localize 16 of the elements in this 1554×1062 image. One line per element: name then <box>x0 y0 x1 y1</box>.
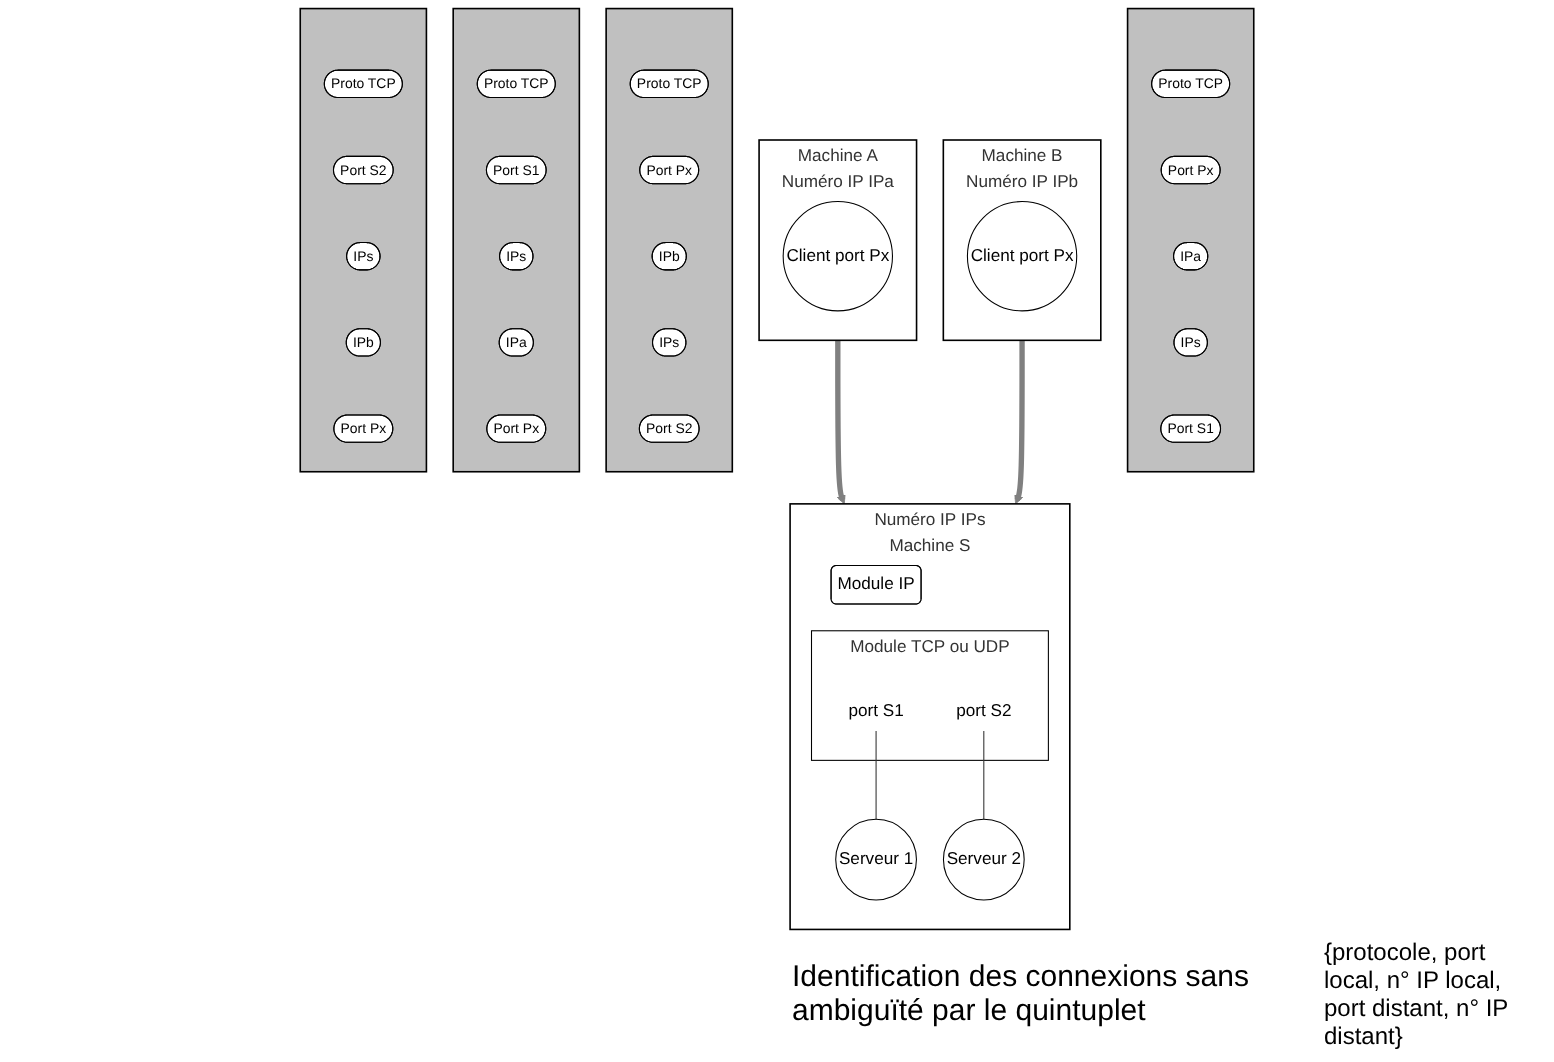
caption-note: Identification des connexions sans ambiguïté par le quintuplet <box>792 960 1251 1028</box>
cluster <box>299 7 428 473</box>
cluster <box>605 7 734 473</box>
arrow <box>835 340 846 505</box>
node-circle: Serveur 1 <box>835 818 917 901</box>
node-circle: Serveur 2 <box>942 818 1025 901</box>
node-text: port S1 <box>848 701 904 721</box>
cluster <box>1126 7 1255 473</box>
node-circle: Client port Px <box>782 201 893 312</box>
tuple-note: {protocole, port local, n° IP local, port distant, n° IP distant} <box>1324 938 1510 1050</box>
connector <box>875 730 877 820</box>
arrow <box>1014 340 1025 505</box>
connector <box>983 730 985 820</box>
cluster <box>452 7 581 473</box>
node-circle: Client port Px <box>966 201 1078 312</box>
node-text: port S2 <box>956 701 1012 721</box>
